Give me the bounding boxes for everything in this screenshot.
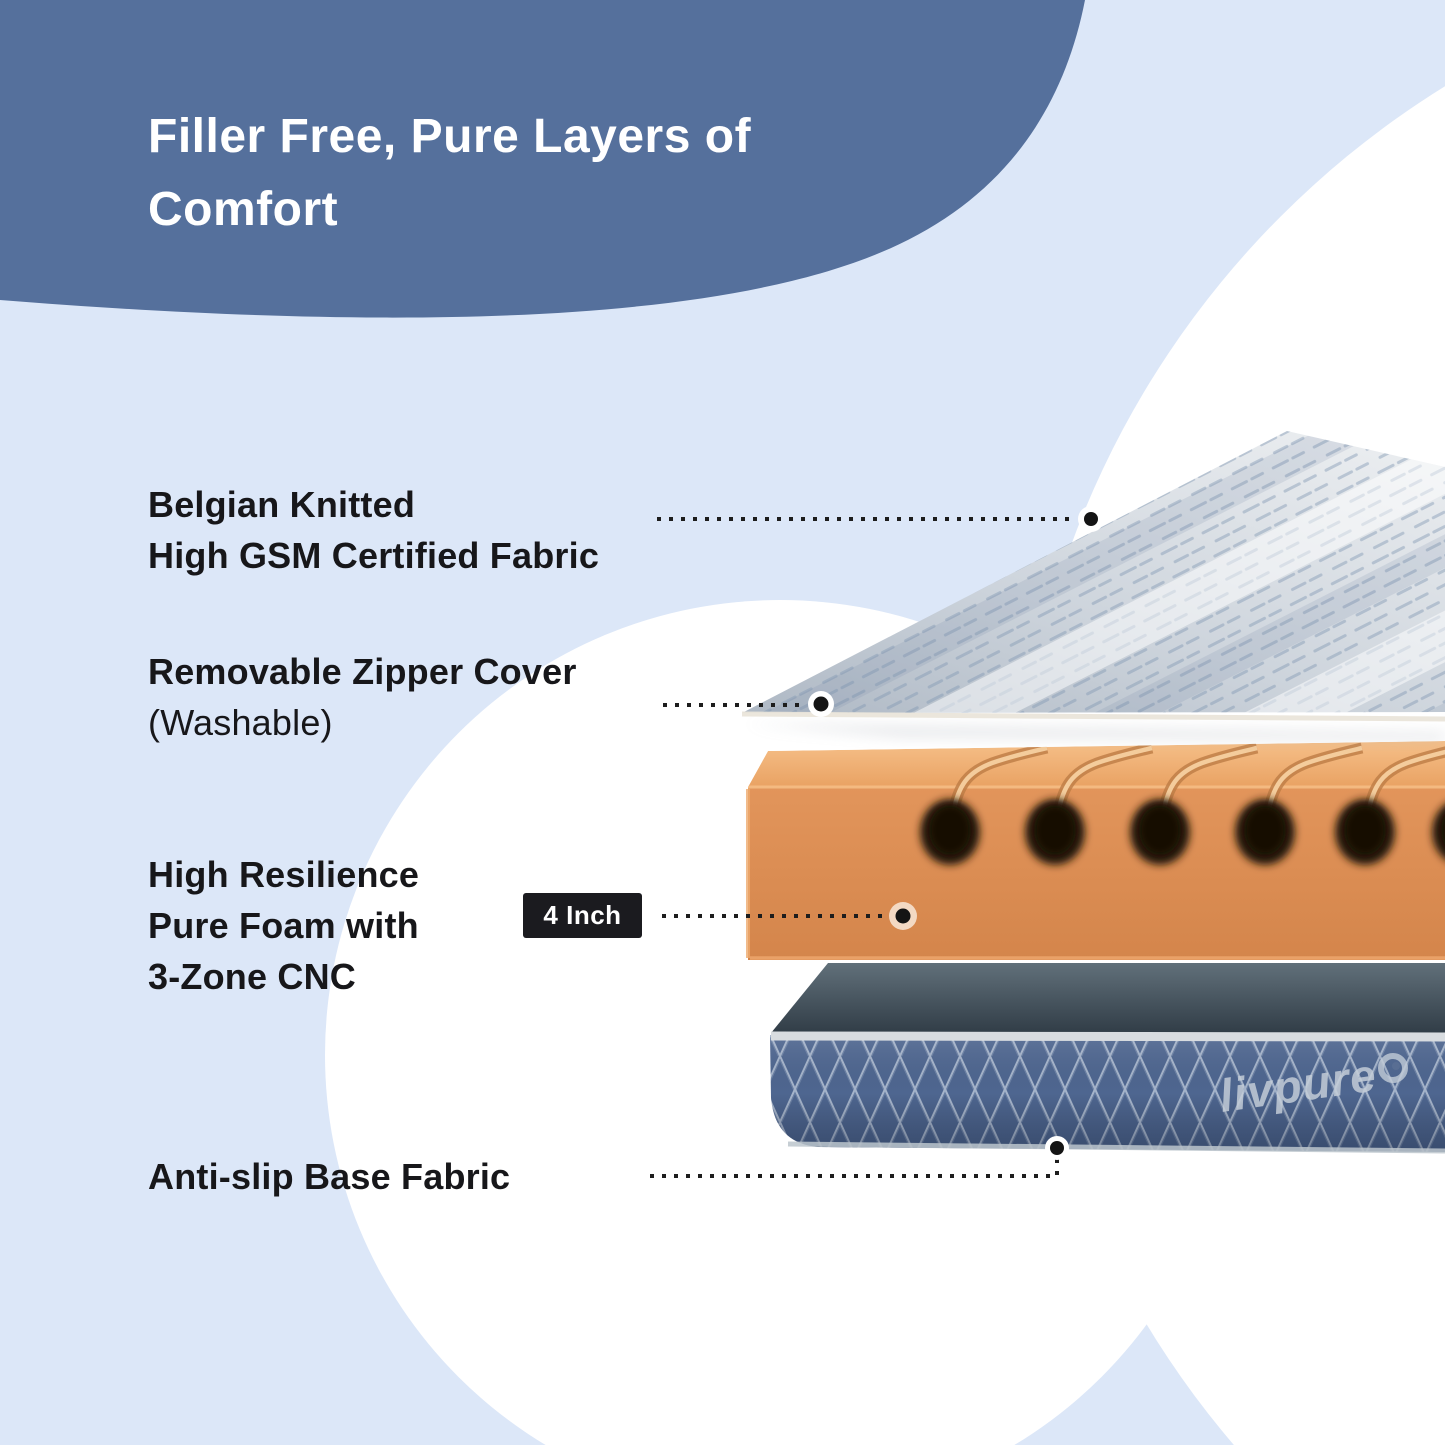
callout-dot-base: [1045, 1136, 1069, 1160]
annotation-foam-label: High Resilience Pure Foam with 3-Zone CN…: [148, 849, 419, 1002]
annotation-cover-line1: Removable Zipper Cover: [148, 651, 577, 692]
annotation-base-label: Anti-slip Base Fabric: [148, 1151, 510, 1202]
callouts: [650, 517, 1076, 1178]
annotation-fabric-line1: Belgian Knitted: [148, 484, 416, 525]
callout-dot-cover: [808, 691, 834, 717]
callout-line-base: [650, 1158, 1059, 1178]
annotation-fabric-line2: High GSM Certified Fabric: [148, 535, 600, 576]
annotation-foam-line1: High Resilience: [148, 854, 420, 895]
annotation-cover-label: Removable Zipper Cover (Washable): [148, 646, 577, 748]
thickness-badge: 4 Inch: [523, 893, 642, 938]
callout-dots: [808, 506, 1104, 1160]
callout-dot-fabric: [1078, 506, 1104, 532]
callout-dot-foam: [889, 902, 917, 930]
foam-layer: [746, 741, 1445, 960]
annotation-cover-line2: (Washable): [148, 702, 333, 743]
base-layer: livpure: [770, 963, 1445, 1154]
annotation-foam-line3: 3-Zone CNC: [148, 956, 356, 997]
annotation-foam-line2: Pure Foam with: [148, 905, 419, 946]
page-title: Filler Free, Pure Layers of Comfort: [148, 110, 752, 236]
header-blob: [0, 0, 1085, 318]
annotation-base-line1: Anti-slip Base Fabric: [148, 1156, 511, 1197]
brand-logo-mark-icon: [1378, 1053, 1408, 1083]
fabric-layer: [741, 431, 1445, 741]
annotation-fabric-label: Belgian Knitted High GSM Certified Fabri…: [148, 479, 599, 581]
